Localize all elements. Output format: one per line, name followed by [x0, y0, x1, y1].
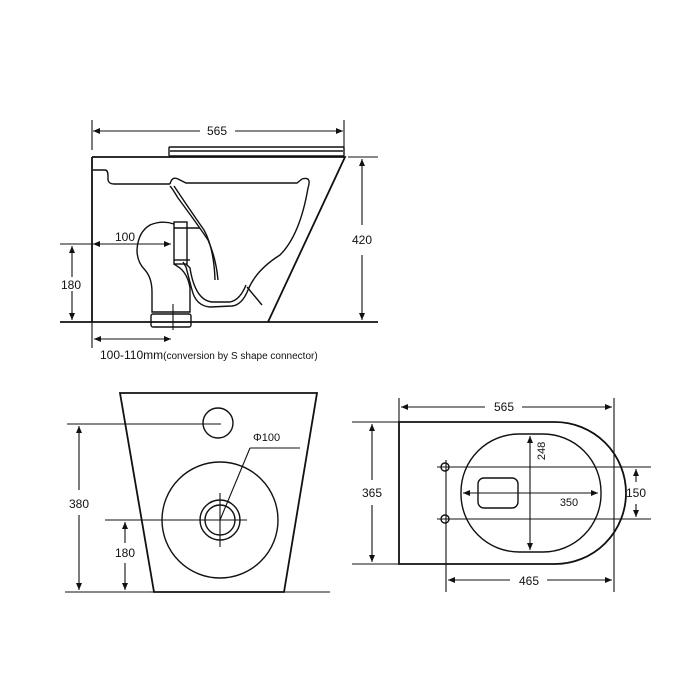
outlet-height-label: 180 — [61, 278, 81, 292]
side-height-label: 420 — [352, 233, 372, 247]
outlet-setback-label: 100 — [115, 230, 135, 244]
outlet-diameter-label: Φ100 — [253, 432, 280, 444]
floor-flange — [150, 313, 192, 328]
side-view: 565 100 180 420 — [60, 120, 378, 362]
seat-opening — [460, 433, 602, 553]
rear-outlet-height-label: 180 — [115, 546, 135, 560]
top-view: 565 248 350 150 365 465 — [352, 398, 651, 592]
side-length-label: 565 — [207, 124, 227, 138]
top-width-label: 365 — [362, 486, 382, 500]
seat-lid — [168, 146, 345, 157]
inlet-height-label: 380 — [69, 497, 89, 511]
outlet-connector — [173, 221, 188, 265]
top-length-label: 565 — [494, 400, 514, 414]
water-inlet — [202, 407, 234, 439]
rear-view: Φ100 380 180 — [65, 392, 330, 593]
top-body-outline — [398, 421, 627, 565]
floor-outlet-note: 100-110mm(conversion by S shape connecto… — [100, 348, 318, 362]
seat-length-label: 350 — [560, 497, 578, 509]
fixing-spacing-label: 150 — [626, 486, 646, 500]
seat-width-label: 248 — [536, 442, 548, 460]
fixing-to-front-label: 465 — [519, 574, 539, 588]
toilet-body-outline — [92, 156, 347, 323]
rear-body-outline — [118, 392, 319, 593]
